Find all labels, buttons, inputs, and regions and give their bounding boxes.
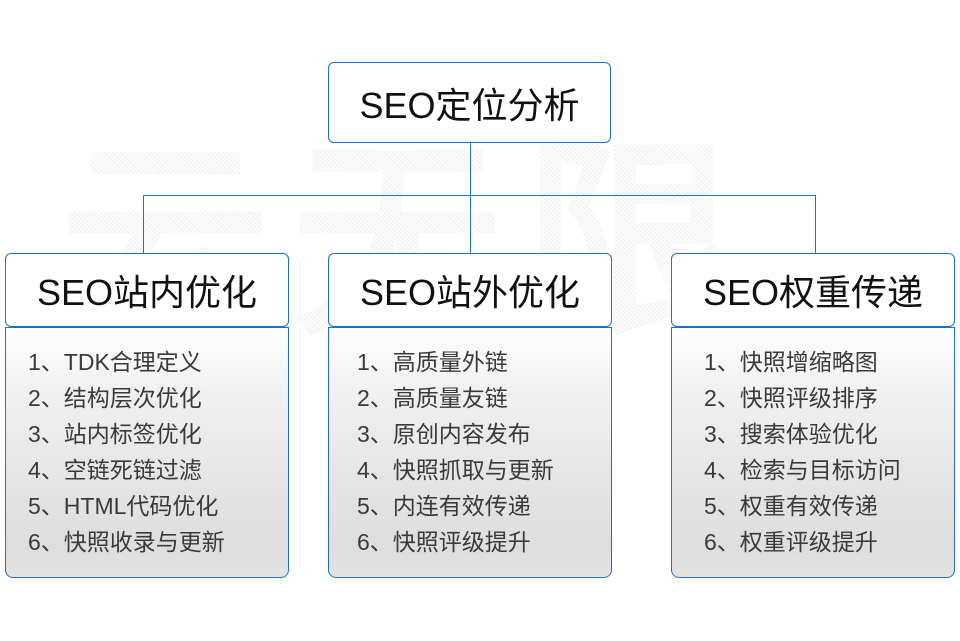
list-item: 4、检索与目标访问: [704, 457, 901, 483]
column-seo-weight-transfer: SEO权重传递 1、快照增缩略图 2、快照评级排序 3、搜索体验优化 4、检索与…: [671, 253, 955, 578]
column-header-0[interactable]: SEO站内优化: [5, 253, 289, 327]
list-item: 4、快照抓取与更新: [357, 457, 554, 483]
list-item: 2、快照评级排序: [704, 385, 878, 411]
column-body-0: 1、TDK合理定义 2、结构层次优化 3、站内标签优化 4、空链死链过滤 5、H…: [5, 327, 289, 578]
column-body-1: 1、高质量外链 2、高质量友链 3、原创内容发布 4、快照抓取与更新 5、内连有…: [328, 327, 612, 578]
list-item: 5、内连有效传递: [357, 493, 531, 519]
column-header-1[interactable]: SEO站外优化: [328, 253, 612, 327]
connector-down-left: [143, 195, 144, 253]
list-item: 3、搜索体验优化: [704, 421, 878, 447]
connector-down-right: [815, 195, 816, 253]
list-item: 3、原创内容发布: [357, 421, 531, 447]
connector-horizontal-bus: [143, 195, 816, 196]
list-item: 4、空链死链过滤: [28, 457, 202, 483]
list-item: 2、结构层次优化: [28, 385, 202, 411]
list-item: 3、站内标签优化: [28, 421, 202, 447]
column-seo-onsite: SEO站内优化 1、TDK合理定义 2、结构层次优化 3、站内标签优化 4、空链…: [5, 253, 289, 578]
list-item: 5、HTML代码优化: [28, 493, 219, 519]
list-item: 1、高质量外链: [357, 349, 508, 375]
column-seo-offsite: SEO站外优化 1、高质量外链 2、高质量友链 3、原创内容发布 4、快照抓取与…: [328, 253, 612, 578]
item-list-0: 1、TDK合理定义 2、结构层次优化 3、站内标签优化 4、空链死链过滤 5、H…: [6, 344, 288, 560]
column-body-2: 1、快照增缩略图 2、快照评级排序 3、搜索体验优化 4、检索与目标访问 5、权…: [671, 327, 955, 578]
list-item: 2、高质量友链: [357, 385, 508, 411]
column-header-2[interactable]: SEO权重传递: [671, 253, 955, 327]
list-item: 5、权重有效传递: [704, 493, 878, 519]
connector-root-down: [470, 143, 471, 196]
list-item: 6、快照收录与更新: [28, 529, 225, 555]
item-list-2: 1、快照增缩略图 2、快照评级排序 3、搜索体验优化 4、检索与目标访问 5、权…: [672, 344, 954, 560]
item-list-1: 1、高质量外链 2、高质量友链 3、原创内容发布 4、快照抓取与更新 5、内连有…: [329, 344, 611, 560]
list-item: 6、权重评级提升: [704, 529, 878, 555]
root-title: SEO定位分析: [328, 62, 611, 143]
connector-down-middle: [470, 195, 471, 253]
list-item: 6、快照评级提升: [357, 529, 531, 555]
list-item: 1、TDK合理定义: [28, 349, 202, 375]
node-root[interactable]: SEO定位分析: [328, 62, 611, 143]
list-item: 1、快照增缩略图: [704, 349, 878, 375]
